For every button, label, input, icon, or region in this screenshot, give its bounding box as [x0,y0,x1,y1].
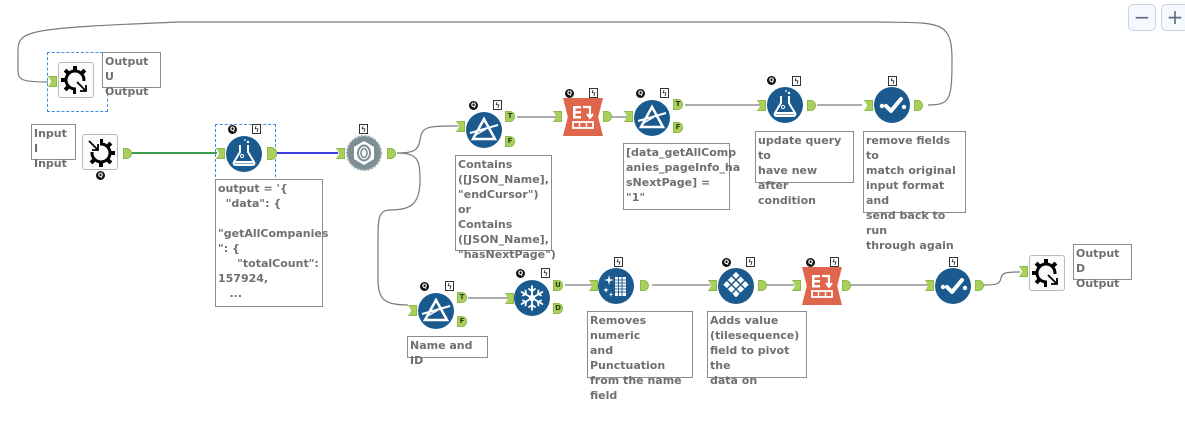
true-output-port[interactable]: T [457,292,467,303]
lightning-bolt-icon: ϟ [792,76,801,86]
query-badge: Q [636,89,645,98]
tool-annotation: Name and ID [407,336,488,367]
macro-output-icon [1032,259,1061,288]
formula-flask-icon [232,139,256,166]
duplicate-output-port[interactable]: D [553,303,563,314]
tile-icon [723,271,749,298]
filter-tool[interactable] [634,100,670,136]
macro-output-icon [61,66,90,95]
zoom-in-button[interactable]: + [1161,4,1185,31]
crosstab-tool[interactable] [802,267,842,305]
output-port[interactable] [758,280,767,291]
macro-output-tool[interactable] [1029,255,1065,291]
wire-loop-back[interactable] [17,21,953,106]
macro-input-icon [86,138,115,167]
crosstab-icon [572,105,594,129]
macro-output-tool[interactable] [58,62,94,98]
tool-annotation: Contains ([JSON_Name], "endCursor") or C… [455,155,556,261]
filter-prism-icon [637,104,667,129]
tool-annotation: Removes numeric and Punctuation from the… [587,311,693,402]
lightning-bolt-icon: ϟ [830,257,839,267]
query-badge: Q [767,76,776,85]
lightning-bolt-icon: ϟ [493,100,502,110]
lightning-bolt-icon: ϟ [359,124,368,134]
unique-output-port[interactable]: U [553,280,563,291]
true-output-port[interactable]: T [505,111,515,122]
lightning-bolt-icon: ϟ [888,76,897,86]
output-port[interactable] [914,100,923,111]
query-badge: Q [806,258,815,267]
download-tool[interactable] [346,135,382,171]
false-output-port[interactable]: F [673,122,683,133]
query-badge: Q [228,125,237,134]
output-port[interactable] [842,280,851,291]
filter-tool[interactable] [466,112,502,148]
lightning-bolt-icon: ϟ [589,88,598,98]
crosstab-icon [811,274,833,298]
tool-annotation: remove fields to match original input fo… [863,131,966,252]
true-output-port[interactable]: T [673,99,683,110]
filter-tool[interactable] [418,293,454,329]
wire-download-filter-contains[interactable] [396,125,458,154]
zoom-out-button[interactable]: − [1128,4,1156,31]
output-port[interactable] [807,100,816,111]
query-badge: Q [96,171,105,180]
query-badge: Q [722,258,731,267]
lightning-bolt-icon: ϟ [252,124,261,134]
query-badge: Q [565,89,574,98]
output-port[interactable] [640,280,649,291]
lightning-bolt-icon: ϟ [746,257,755,267]
output-port[interactable] [267,147,277,160]
formula-tool[interactable] [226,136,262,172]
select-check-icon [940,278,968,294]
tool-annotation: output = '{ "data": { "getAllCompanies "… [215,179,328,307]
tool-annotation: update query to have new after condition [755,131,854,207]
tool-annotation: [data_getAllComp anies_pageInfo_ha sNext… [623,143,740,210]
crosstab-tool[interactable] [563,98,603,136]
select-tool[interactable] [874,87,910,123]
formula-tool[interactable] [767,87,803,123]
tool-label: Output U Output [102,52,161,98]
query-badge: Q [469,101,478,110]
false-output-port[interactable]: F [505,136,515,147]
tool-label: Output D Output [1073,244,1132,290]
wire-download-filter-name[interactable] [377,152,421,306]
output-port[interactable] [975,280,984,291]
data-cleansing-icon [603,275,626,297]
lightning-bolt-icon: ϟ [949,257,958,267]
query-badge: Q [420,282,429,291]
wire-select-output[interactable] [982,271,1021,286]
tile-tool[interactable] [718,268,754,304]
tool-label: Input I Input [31,124,76,170]
query-badge: Q [516,269,525,278]
formula-flask-icon [773,90,797,117]
select-check-icon [879,97,907,113]
macro-input-tool[interactable] [82,134,118,170]
filter-prism-icon [469,116,499,141]
unique-tool[interactable] [514,280,550,316]
lightning-bolt-icon: ϟ [541,268,550,278]
output-port[interactable] [603,111,612,122]
lightning-bolt-icon: ϟ [660,88,669,98]
data-cleansing-tool[interactable] [598,268,634,304]
select-tool[interactable] [935,268,971,304]
output-port[interactable] [123,148,132,159]
false-output-port[interactable]: F [457,316,467,327]
unique-snowflake-icon [520,285,544,311]
lightning-bolt-icon: ϟ [445,281,454,291]
lightning-bolt-icon: ϟ [614,257,623,267]
filter-prism-icon [421,297,451,322]
download-gear-icon [346,135,382,171]
tool-annotation: Adds value (tilesequence) field to pivot… [707,311,807,387]
output-port[interactable] [387,148,396,159]
